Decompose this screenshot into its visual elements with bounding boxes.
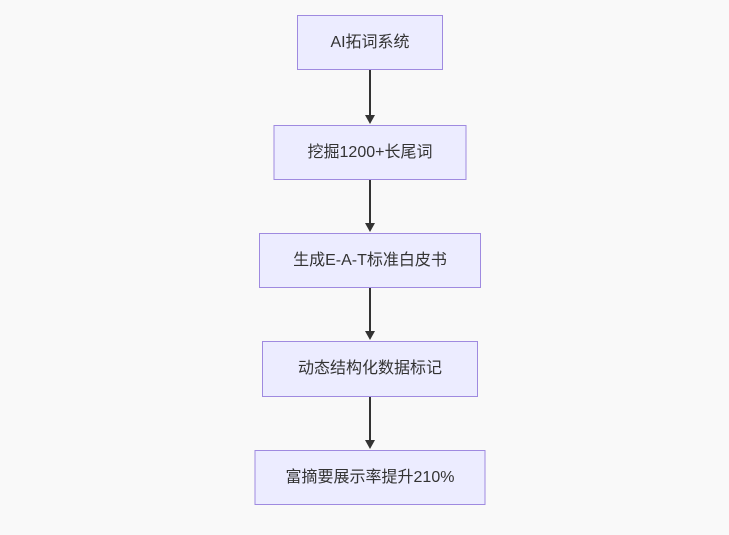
- node-label: 动态结构化数据标记: [297, 360, 442, 378]
- node-label: 生成E-A-T标准白皮书: [293, 251, 447, 269]
- edge-line: [369, 70, 371, 117]
- flow-node-rich-snippet-result: 富摘要展示率提升210%: [254, 450, 486, 505]
- arrowhead-down-icon: [365, 223, 375, 232]
- flow-node-eat-whitepaper: 生成E-A-T标准白皮书: [259, 233, 481, 288]
- flow-node-ai-word-expansion: AI拓词系统: [297, 15, 443, 70]
- edge-line: [369, 180, 371, 225]
- node-label: AI拓词系统: [330, 33, 410, 51]
- flow-node-structured-data-markup: 动态结构化数据标记: [262, 341, 478, 397]
- arrowhead-down-icon: [365, 115, 375, 124]
- node-label: 挖掘1200+长尾词: [307, 143, 433, 161]
- node-label: 富摘要展示率提升210%: [285, 468, 455, 486]
- edge-line: [369, 288, 371, 333]
- arrowhead-down-icon: [365, 331, 375, 340]
- edge-line: [369, 397, 371, 442]
- arrowhead-down-icon: [365, 440, 375, 449]
- flow-node-longtail-mining: 挖掘1200+长尾词: [273, 125, 467, 180]
